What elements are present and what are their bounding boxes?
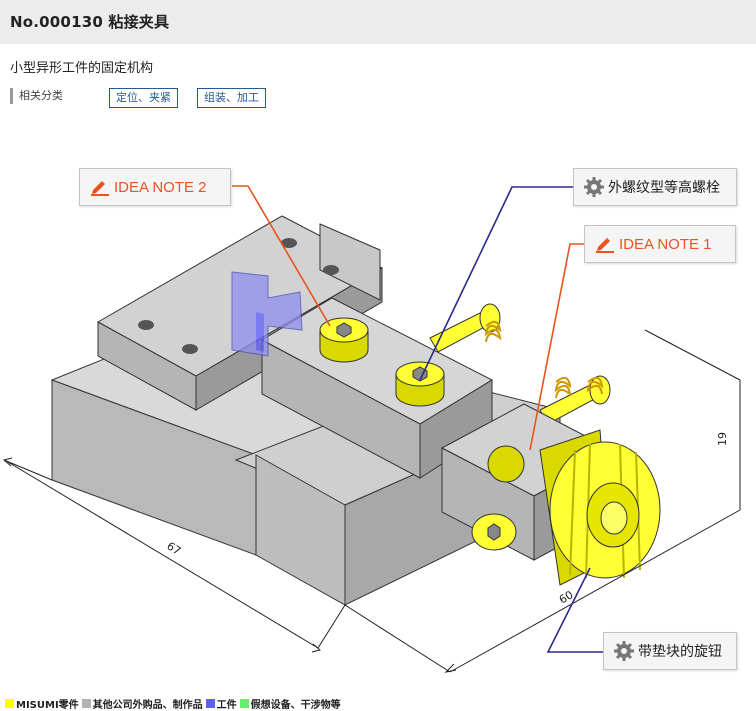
- pencil-icon: [86, 173, 114, 201]
- dimension-height: 19: [716, 432, 729, 446]
- dimension-lines: [2, 329, 741, 673]
- legend-label-workpiece: 工件: [216, 699, 237, 711]
- idea-note-2-label: IDEA NOTE 2: [114, 178, 207, 196]
- knob-callout[interactable]: 带垫块的旋钮: [603, 632, 737, 670]
- idea-note-2-callout[interactable]: IDEA NOTE 2: [79, 168, 231, 206]
- legend-swatch-purchased: [81, 698, 91, 708]
- legend-label-purchased: 其他公司外购品、制作品: [92, 699, 203, 711]
- dimension-width: 67: [164, 539, 183, 557]
- category-label: 相关分类: [10, 88, 63, 104]
- legend-swatch-misumi: [5, 698, 14, 708]
- category-tag-positioning[interactable]: 定位、夹紧: [109, 88, 178, 108]
- knob: [471, 429, 661, 586]
- fixture-illustration: 67 60 19: [2, 185, 741, 673]
- legend-swatch-virtual: [239, 698, 249, 708]
- legend-label-virtual: 假想设备、干涉物等: [250, 699, 341, 711]
- page-description: 小型异形工件的固定机构: [10, 61, 154, 76]
- title-bar: No.000130 粘接夹具: [0, 0, 756, 44]
- knob-callout-label: 带垫块的旋钮: [638, 644, 722, 660]
- idea-note-1-callout[interactable]: IDEA NOTE 1: [584, 225, 736, 263]
- gear-icon: [580, 173, 608, 201]
- socket-screw-1: [319, 317, 369, 363]
- page-title: No.000130 粘接夹具: [10, 13, 170, 31]
- workpiece: [231, 271, 303, 357]
- gear-icon: [610, 637, 638, 665]
- bolt-callout-label: 外螺纹型等高螺栓: [608, 180, 720, 196]
- color-legend: MISUMI零件 其他公司外购品、制作品 工件 假想设备、干涉物等: [2, 696, 341, 711]
- legend-label-misumi: MISUMI零件: [16, 699, 79, 711]
- socket-screw-2: [395, 361, 445, 407]
- dimension-depth: 60: [557, 588, 576, 606]
- legend-swatch-workpiece: [205, 698, 215, 708]
- idea-note-1-label: IDEA NOTE 1: [619, 235, 712, 253]
- bolt-lower: [539, 375, 611, 425]
- pencil-icon: [591, 230, 619, 258]
- leader-lines: [232, 185, 604, 653]
- bolt-callout[interactable]: 外螺纹型等高螺栓: [573, 168, 737, 206]
- bolt-upper: [429, 303, 502, 353]
- category-tag-assembly[interactable]: 组装、加工: [197, 88, 266, 108]
